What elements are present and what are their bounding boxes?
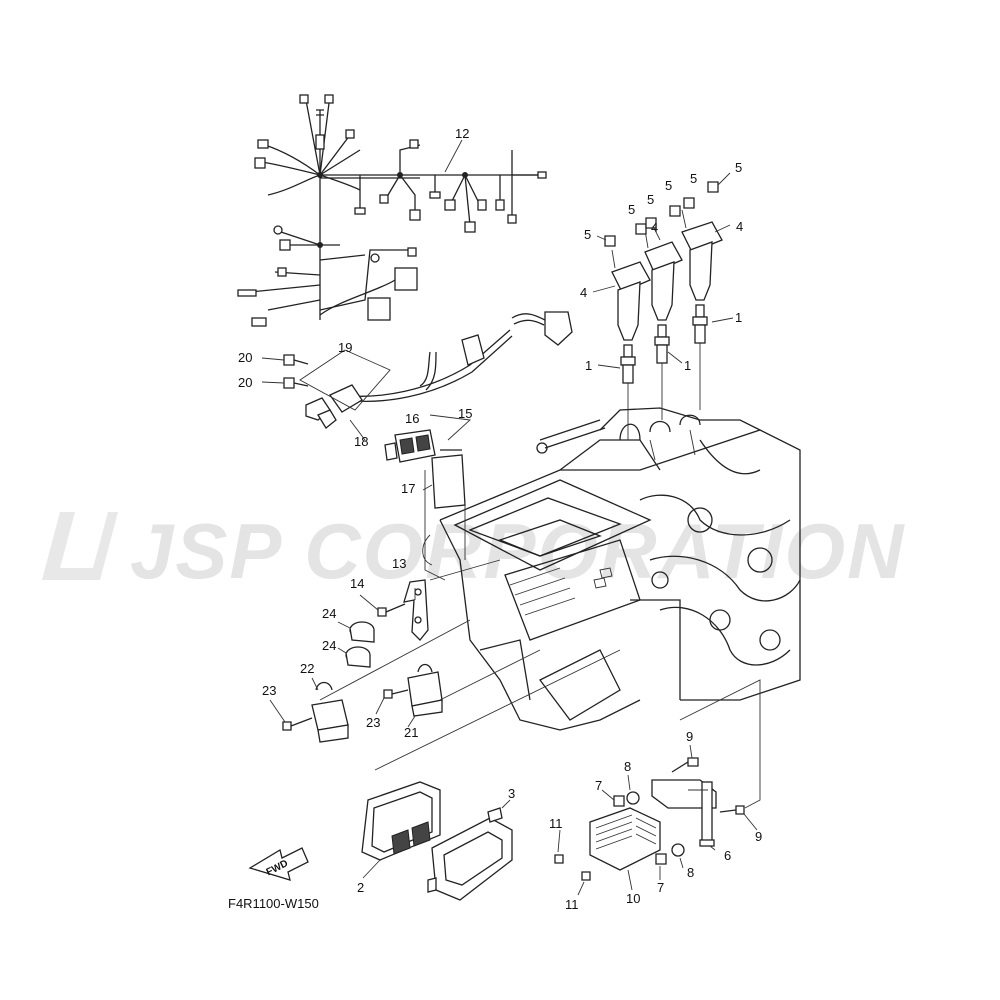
label-22: 22	[300, 661, 314, 676]
clamps-24	[345, 621, 375, 668]
label-1c: 1	[684, 358, 691, 373]
label-16: 16	[405, 411, 419, 426]
bracket-3	[427, 807, 513, 901]
label-24a: 24	[322, 606, 336, 621]
label-3: 3	[508, 786, 515, 801]
label-5a: 5	[735, 160, 742, 175]
label-4c: 4	[736, 219, 743, 234]
label-1b: 1	[585, 358, 592, 373]
relay-22	[282, 681, 349, 743]
spark-plugs	[620, 304, 708, 384]
guide-lines	[319, 310, 761, 809]
label-21: 21	[404, 725, 418, 740]
watermark: JSP CORPORATION	[42, 507, 905, 595]
label-23a: 23	[262, 683, 276, 698]
label-5e: 5	[628, 202, 635, 217]
label-6: 6	[724, 848, 731, 863]
label-23b: 23	[366, 715, 380, 730]
label-20b: 20	[238, 375, 252, 390]
label-20a: 20	[238, 350, 252, 365]
label-13: 13	[392, 556, 406, 571]
bolts-20	[283, 354, 309, 389]
rectifier-10	[554, 807, 661, 881]
label-12: 12	[455, 126, 469, 141]
svg-text:JSP CORPORATION: JSP CORPORATION	[130, 507, 905, 595]
label-1a: 1	[735, 310, 742, 325]
label-24b: 24	[322, 638, 336, 653]
relay-assembly	[384, 414, 472, 509]
bolts-7-8-9	[613, 757, 745, 865]
part-labels: 1 1 1 2 3 4 4 4 5 5 5 5 5 5 6 7 7 8 8 9 …	[238, 126, 762, 912]
label-10: 10	[626, 891, 640, 906]
label-15: 15	[458, 406, 472, 421]
label-2: 2	[357, 880, 364, 895]
ignition-coils	[611, 209, 723, 341]
bracket-6	[651, 779, 717, 847]
label-9a: 9	[686, 729, 693, 744]
label-8b: 8	[687, 865, 694, 880]
label-14: 14	[350, 576, 364, 591]
engine-block	[422, 407, 801, 731]
label-4b: 4	[651, 220, 658, 235]
wire-harness	[237, 94, 547, 327]
label-5d: 5	[647, 192, 654, 207]
label-19: 19	[338, 340, 352, 355]
fwd-arrow: FWD	[248, 847, 309, 881]
label-11a: 11	[549, 816, 563, 831]
label-5c: 5	[665, 178, 672, 193]
label-18: 18	[354, 434, 368, 449]
label-11b: 11	[565, 897, 579, 912]
label-7a: 7	[595, 778, 602, 793]
leader-lines	[261, 172, 758, 896]
label-5b: 5	[690, 171, 697, 186]
sensor-cable	[299, 311, 573, 429]
label-8a: 8	[624, 759, 631, 774]
relay-21	[383, 663, 443, 717]
label-9b: 9	[755, 829, 762, 844]
bolts-5	[604, 181, 719, 247]
ecm-2	[361, 781, 441, 861]
label-4a: 4	[580, 285, 587, 300]
bracket-13	[377, 579, 429, 641]
label-5f: 5	[584, 227, 591, 242]
label-7b: 7	[657, 880, 664, 895]
label-17: 17	[401, 481, 415, 496]
diagram-code: F4R1100-W150	[228, 896, 319, 911]
